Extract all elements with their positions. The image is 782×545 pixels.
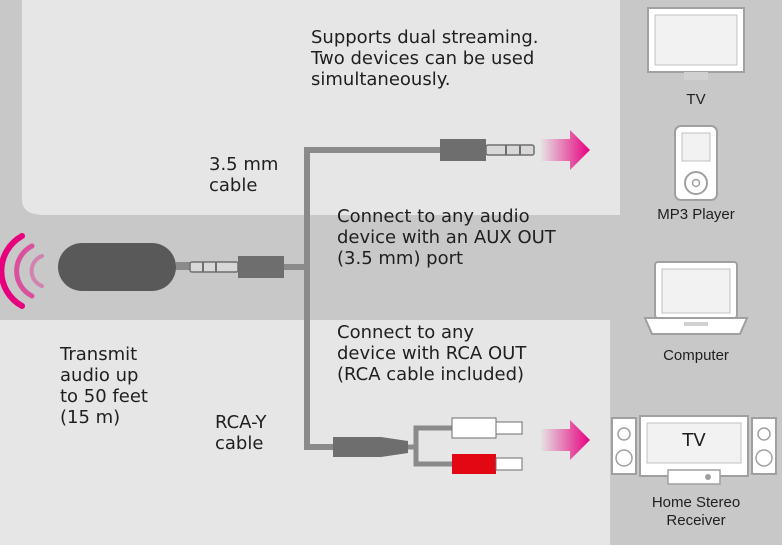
rca-cable-label: RCA-Y cable [215,412,267,454]
aux-connect-note: Connect to any audio device with an AUX … [337,206,556,269]
arrow-right-icon [540,420,590,460]
transmitter-jack [176,262,190,270]
mp3-player-icon [674,125,718,201]
tv-icon [647,7,745,80]
transmitter-device [58,243,176,291]
dual-streaming-note: Supports dual streaming. Two devices can… [311,27,539,90]
device-label-computer: Computer [663,347,729,364]
transmit-range-note: Transmit audio up to 50 feet (15 m) [60,344,148,428]
aux-plug-main [189,256,284,278]
laptop-icon [643,261,749,335]
wifi-signal-icon [0,233,44,309]
device-label-stereo: Home Stereo Receiver [651,494,741,529]
stereo-screen-label: TV [682,430,706,451]
arrow-right-icon [540,130,590,170]
aux-plug-output [440,139,535,161]
device-label-mp3: MP3 Player [657,206,735,223]
stereo-receiver-icon [611,415,777,485]
device-label-tv: TV [686,91,706,108]
rca-plug-white [451,417,497,439]
rca-connect-note: Connect to any device with RCA OUT (RCA … [337,322,527,385]
rca-y-plug [333,417,523,474]
aux-cable-label: 3.5 mm cable [209,154,279,196]
cable-lines [284,147,440,450]
rca-plug-red [452,454,496,474]
